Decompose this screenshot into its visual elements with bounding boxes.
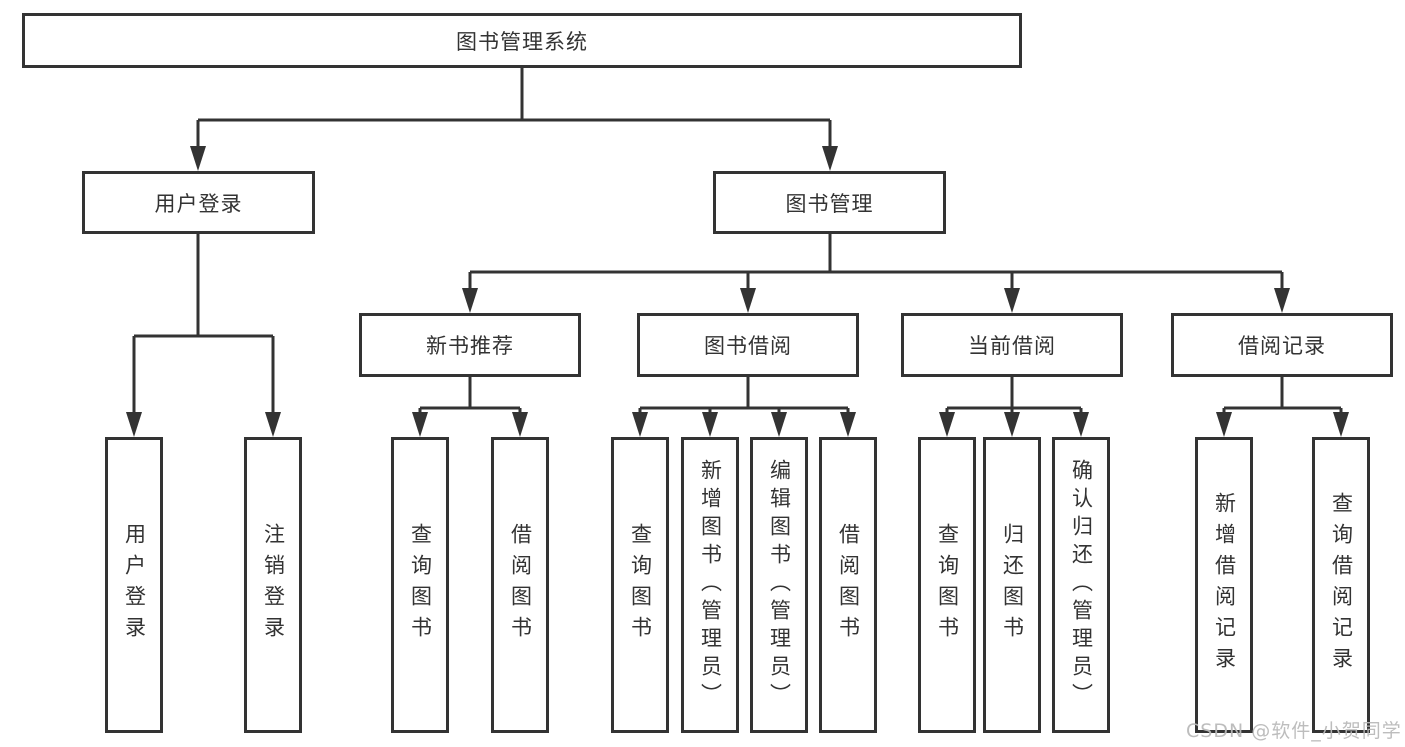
node-label: 查询借阅记录: [1329, 492, 1354, 678]
node-leaf-logout: 注销登录: [244, 437, 302, 733]
node-leaf-query-books-2: 查询图书: [611, 437, 669, 733]
node-label: 借阅图书: [508, 523, 533, 647]
node-label: 借阅图书: [836, 523, 861, 647]
node-label: 归还图书: [1000, 523, 1025, 647]
node-library-management-system: 图书管理系统: [22, 13, 1022, 68]
node-leaf-query-books-3: 查询图书: [918, 437, 976, 733]
node-leaf-add-books-admin: 新增图书（管理员）: [681, 437, 739, 733]
node-leaf-add-borrow-record: 新增借阅记录: [1195, 437, 1253, 733]
node-new-book-recommend: 新书推荐: [359, 313, 581, 377]
node-current-borrow: 当前借阅: [901, 313, 1123, 377]
node-label: 图书管理系统: [456, 29, 588, 54]
node-leaf-return-books: 归还图书: [983, 437, 1041, 733]
csdn-watermark: CSDN @软件_小贺同学: [1186, 720, 1402, 742]
node-label: 借阅记录: [1238, 334, 1326, 358]
node-label: 当前借阅: [968, 334, 1056, 358]
node-borrow-records: 借阅记录: [1171, 313, 1393, 377]
node-book-borrow: 图书借阅: [637, 313, 859, 377]
node-label: 确认归还（管理员）: [1069, 459, 1094, 711]
node-leaf-query-books: 查询图书: [391, 437, 449, 733]
node-label: 查询图书: [628, 523, 653, 647]
node-label: 图书借阅: [704, 334, 792, 358]
node-label: 新增借阅记录: [1212, 492, 1237, 678]
node-label: 用户登录: [154, 191, 243, 216]
node-label: 新增图书（管理员）: [698, 459, 723, 711]
node-leaf-query-borrow-record: 查询借阅记录: [1312, 437, 1370, 733]
arrowheads: [126, 146, 1349, 437]
node-label: 用户登录: [122, 523, 147, 647]
node-label: 查询图书: [935, 523, 960, 647]
node-leaf-user-login: 用户登录: [105, 437, 163, 733]
node-label: 图书管理: [785, 191, 874, 216]
node-leaf-borrow-books-2: 借阅图书: [819, 437, 877, 733]
node-leaf-confirm-return-admin: 确认归还（管理员）: [1052, 437, 1110, 733]
node-book-management: 图书管理: [713, 171, 946, 234]
node-leaf-edit-books-admin: 编辑图书（管理员）: [750, 437, 808, 733]
node-user-login: 用户登录: [82, 171, 315, 234]
node-label: 查询图书: [408, 523, 433, 647]
node-label: 注销登录: [261, 523, 286, 647]
node-label: 编辑图书（管理员）: [767, 459, 792, 711]
node-leaf-borrow-books: 借阅图书: [491, 437, 549, 733]
node-label: 新书推荐: [426, 334, 514, 358]
